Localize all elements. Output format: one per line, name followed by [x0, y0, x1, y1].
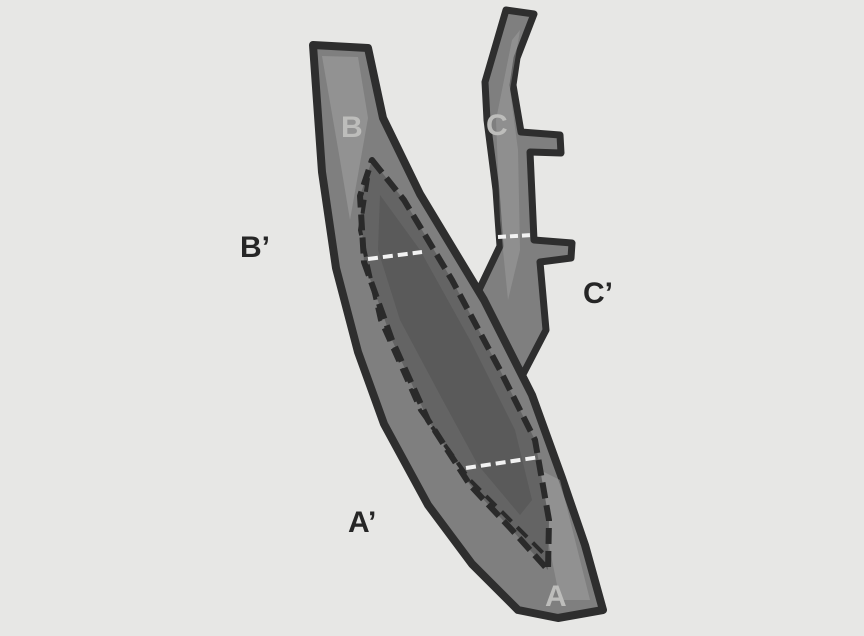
- label-c: C: [486, 109, 508, 142]
- cut-line-branch: [498, 235, 533, 237]
- label-a-prime: A’: [348, 506, 376, 539]
- label-a: A: [545, 580, 567, 613]
- label-c-prime: C’: [583, 277, 613, 310]
- label-b: B: [341, 111, 363, 144]
- label-b-prime: B’: [240, 231, 270, 264]
